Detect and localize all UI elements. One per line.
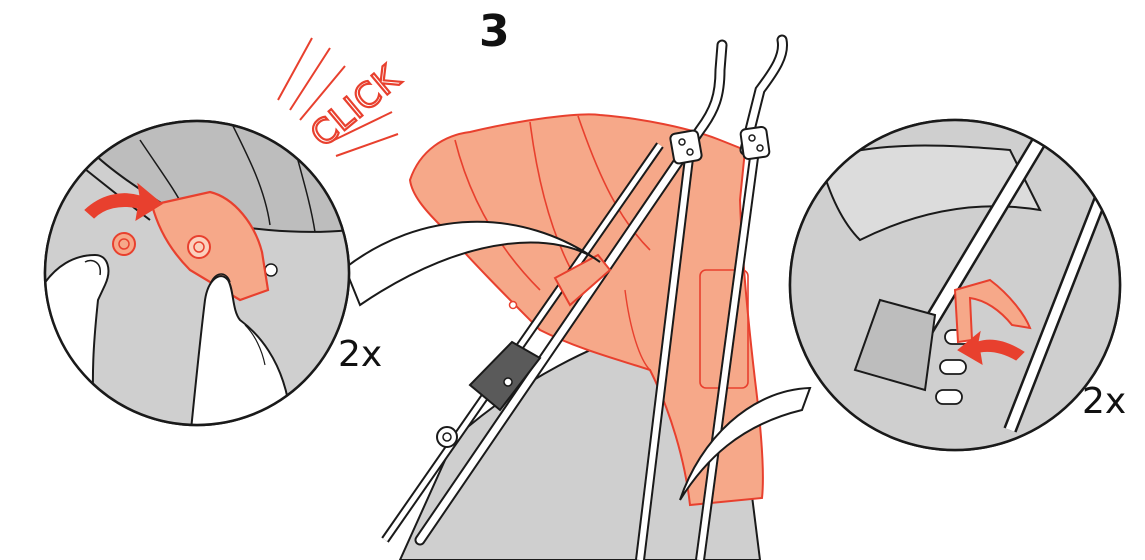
click-sound: CLICK [278,38,409,156]
callout-right [790,120,1120,450]
callout-left [40,116,360,440]
repeat-count-left: 2x [338,334,382,375]
snap-hole [113,233,135,255]
rail-rivet [437,427,457,447]
step-number: 3 [479,6,510,57]
click-text: CLICK [303,58,409,156]
repeat-count-right: 2x [1082,381,1126,422]
hinge-right [740,126,770,159]
stroller-main [385,40,783,560]
hinge-left [670,130,703,164]
